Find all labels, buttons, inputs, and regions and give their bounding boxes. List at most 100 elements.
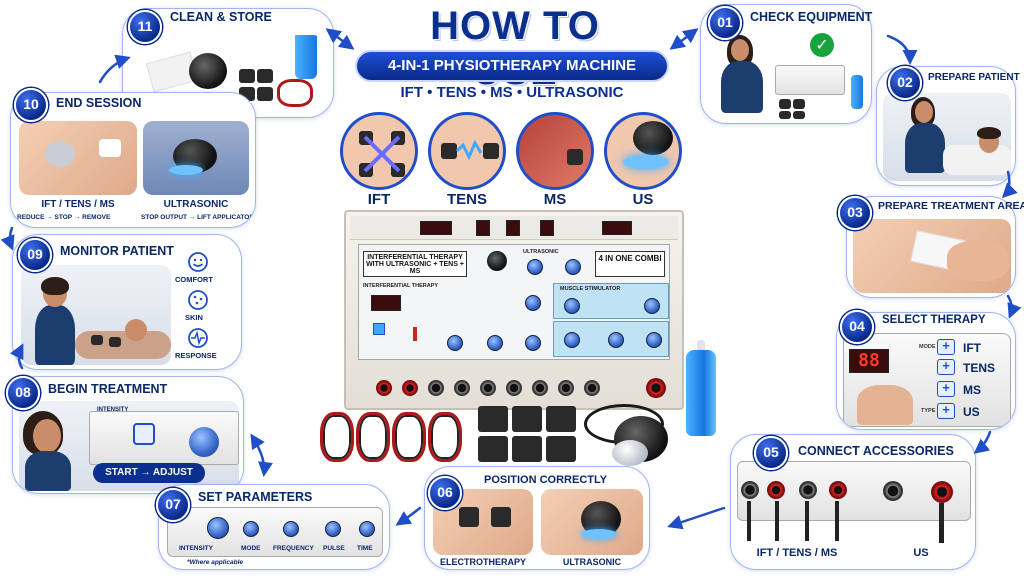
machine-main-label: INTERFERENTIAL THERAPY WITH ULTRASONIC +… [363,251,467,277]
ms-width-knob[interactable] [564,332,580,348]
step-08-card: INTENSITY START → ADJUST [12,376,244,494]
step-06-title: POSITION CORRECTLY [484,474,608,486]
pulse-icon [188,328,208,348]
step-08-badge: 08 [6,376,40,410]
therapy-option-tens: TENS [963,361,996,375]
step-06-badge: 06 [428,476,462,510]
output-jack-3[interactable] [428,380,444,396]
tens-select-button[interactable]: + [937,359,955,375]
output-jack-4[interactable] [454,380,470,396]
ift-select-button[interactable]: + [937,339,955,355]
end-left-caption: IFT / TENS / MS [41,199,115,210]
modalities-subtitle: IFT • TENS • MS • ULTRASONIC [400,84,624,101]
ms-label: MS [543,191,567,208]
end-left-steps: REDUCE → STOP → REMOVE [17,214,111,221]
position-electro-caption: ELECTROTHERAPY [439,557,526,567]
connect-us-caption: US [913,547,929,559]
step-07-title: SET PARAMETERS [198,490,313,504]
ift-start-button[interactable] [373,323,385,335]
step-04-title: SELECT THERAPY [882,314,986,326]
output-jack-5[interactable] [480,380,496,396]
therapy-display: 88 [849,349,889,373]
electrode-cables [318,408,468,466]
output-jack-1[interactable] [376,380,392,396]
step-08-title: BEGIN TREATMENT [48,382,168,396]
tens-circle [428,112,506,190]
ms-section: MUSCLE STIMULATOR [553,283,669,319]
ift-toggle-switch[interactable] [413,327,417,341]
tens-label: TENS [446,191,487,208]
step-10-card: IFT / TENS / MS REDUCE → STOP → REMOVE U… [10,92,256,228]
arrow-icon [395,506,422,526]
param-intensity: INTENSITY [179,545,213,552]
physio-machine: INTERFERENTIAL THERAPY WITH ULTRASONIC +… [344,210,684,410]
parameters-panel [167,507,383,557]
type-label: TYPE [921,408,936,414]
step-02-card [876,66,1016,186]
position-us-photo [541,489,643,555]
end-session-electro-photo [19,121,137,195]
us-label: US [632,191,654,208]
ift-label: IFT [367,191,391,208]
skin-icon [188,290,208,310]
ultrasound-probe-head [612,440,648,466]
step-06-card: ELECTROTHERAPY ULTRASONIC [424,466,650,570]
ift-intensity-knob[interactable] [525,295,541,311]
output-jack-7[interactable] [532,380,548,396]
machine-brand-label: 4 IN ONE COMBI [595,251,665,277]
prepare-patient-photo [883,93,1011,181]
arrow-icon [0,226,15,251]
ms-circle [516,112,594,190]
us-time-knob[interactable] [565,259,581,275]
param-mode: MODE [241,545,261,552]
us-intensity-knob[interactable] [527,259,543,275]
monitor-patient-photo [21,265,171,365]
step-03-title: PREPARE TREATMENT AREA [878,200,1024,212]
step-09-title: MONITOR PATIENT [60,244,174,258]
step-07-card: INTENSITY MODE FREQUENCY PULSE TIME *Whe… [158,484,390,570]
step-10-title: END SESSION [56,96,142,110]
ift-frequency-knob[interactable] [487,335,503,351]
step-07-badge: 07 [156,488,190,522]
us-circle [604,112,682,190]
electrode-pads [478,406,576,464]
main-selector-knob[interactable] [487,251,507,271]
ms-rate-knob[interactable] [644,298,660,314]
ift-sweep-knob[interactable] [447,335,463,351]
step-01-card [700,4,872,124]
arrow-icon [667,506,726,530]
therapy-option-ms: MS [963,383,981,397]
ms-time-knob[interactable] [646,332,662,348]
ift-balance-knob[interactable] [525,335,541,351]
machine-section-us: ULTRASONIC [523,249,559,255]
step-11-badge: 11 [128,10,162,44]
arrow-icon [973,430,992,454]
machine-section-ift: INTERFERENTIAL THERAPY [363,283,439,289]
therapy-option-ift: IFT [963,341,981,355]
output-jack-6[interactable] [506,380,522,396]
gel-bottle [686,350,716,436]
ift-display [371,295,401,311]
output-jack-8[interactable] [558,380,574,396]
prepare-area-photo [853,219,1011,293]
ms-intensity-knob[interactable] [564,298,580,314]
step-04-badge: 04 [840,310,874,344]
param-time: TIME [357,545,373,552]
step-05-badge: 05 [754,436,788,470]
step-10-badge: 10 [14,88,48,122]
check-equipment-photo [709,31,867,121]
output-jack-2[interactable] [402,380,418,396]
ms-mode-knob[interactable] [608,332,624,348]
step-09-badge: 09 [18,238,52,272]
output-jack-9[interactable] [584,380,600,396]
hand-photo [857,385,913,425]
end-session-us-photo [143,121,249,195]
check-comfort: COMFORT [175,275,213,284]
ms-select-button[interactable]: + [937,381,955,397]
begin-panel-label: INTENSITY [97,407,129,413]
arrow-icon [250,433,273,477]
us-select-button[interactable]: + [937,403,955,419]
start-adjust-label: START → ADJUST [93,463,205,483]
step-01-title: CHECK EQUIPMENT [750,10,873,24]
us-output-jack[interactable] [646,378,666,398]
